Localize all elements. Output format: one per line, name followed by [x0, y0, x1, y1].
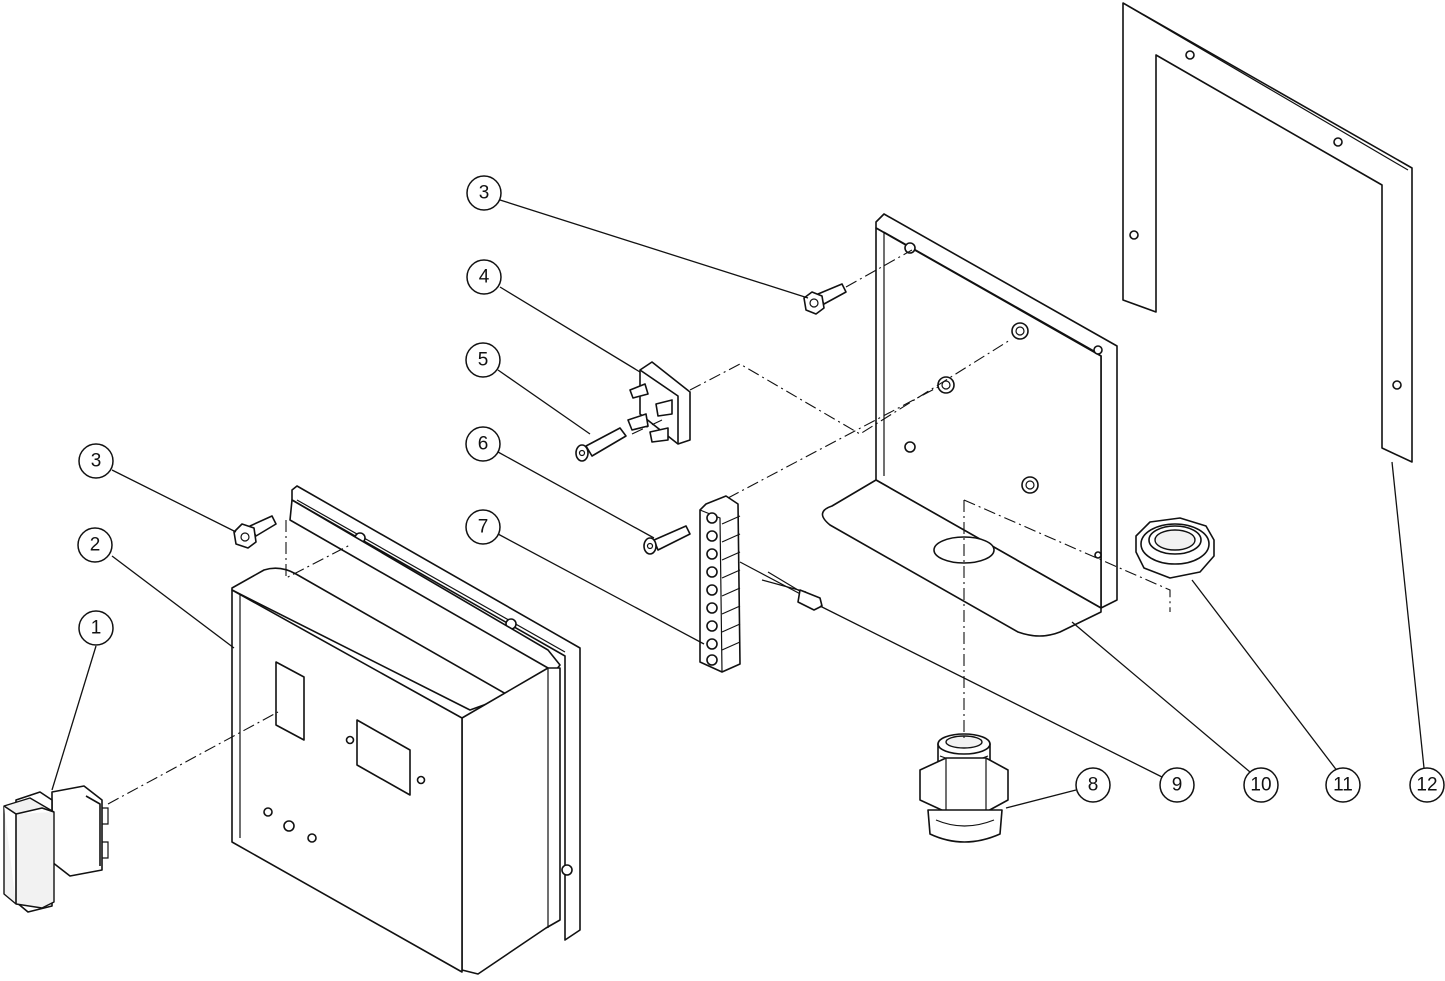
- part-terminal-block-small: [627, 361, 691, 445]
- callout-leaders: [51, 199, 1425, 809]
- part-enclosure: [231, 485, 581, 975]
- part-screw-6: [643, 525, 691, 555]
- callout-3-lower: 3: [78, 443, 114, 479]
- part-lock-nut: [1135, 517, 1215, 579]
- callout-9: 9: [1159, 767, 1195, 803]
- callout-7: 7: [465, 509, 501, 545]
- callout-11-label: 11: [1333, 775, 1353, 796]
- callout-6-label: 6: [478, 434, 489, 455]
- callout-8: 8: [1075, 767, 1111, 803]
- callout-4-label: 4: [479, 267, 490, 288]
- callout-10-label: 10: [1250, 775, 1271, 796]
- callout-3-upper-label: 3: [479, 183, 490, 204]
- part-screw-5: [575, 427, 627, 462]
- callout-5-label: 5: [478, 350, 489, 371]
- callout-12-label: 12: [1416, 775, 1437, 796]
- callout-6: 6: [465, 426, 501, 462]
- callout-1-label: 1: [91, 618, 102, 639]
- callout-3-upper: 3: [466, 175, 502, 211]
- callout-12: 12: [1409, 767, 1445, 803]
- callout-5: 5: [465, 342, 501, 378]
- callout-8-label: 8: [1088, 775, 1099, 796]
- part-cable-gland: [919, 733, 1009, 843]
- part-mounting-bracket: [821, 213, 1118, 637]
- assembly-centerlines: [107, 249, 1171, 805]
- callout-11: 11: [1325, 767, 1361, 803]
- part-hex-bolt-lower: [233, 515, 277, 549]
- callout-3-lower-label: 3: [91, 451, 102, 472]
- callout-2-label: 2: [90, 535, 101, 556]
- callout-9-label: 9: [1172, 775, 1183, 796]
- part-hex-bolt-upper: [803, 283, 847, 315]
- part-terminal-strip: [699, 495, 741, 673]
- part-wire-lead: [739, 561, 823, 611]
- callout-7-label: 7: [478, 517, 489, 538]
- callout-4: 4: [466, 259, 502, 295]
- callout-1: 1: [78, 610, 114, 646]
- callout-2: 2: [77, 527, 113, 563]
- part-u-gasket: [1122, 2, 1413, 463]
- callout-10: 10: [1243, 767, 1279, 803]
- part-rocker-switch: [3, 785, 109, 913]
